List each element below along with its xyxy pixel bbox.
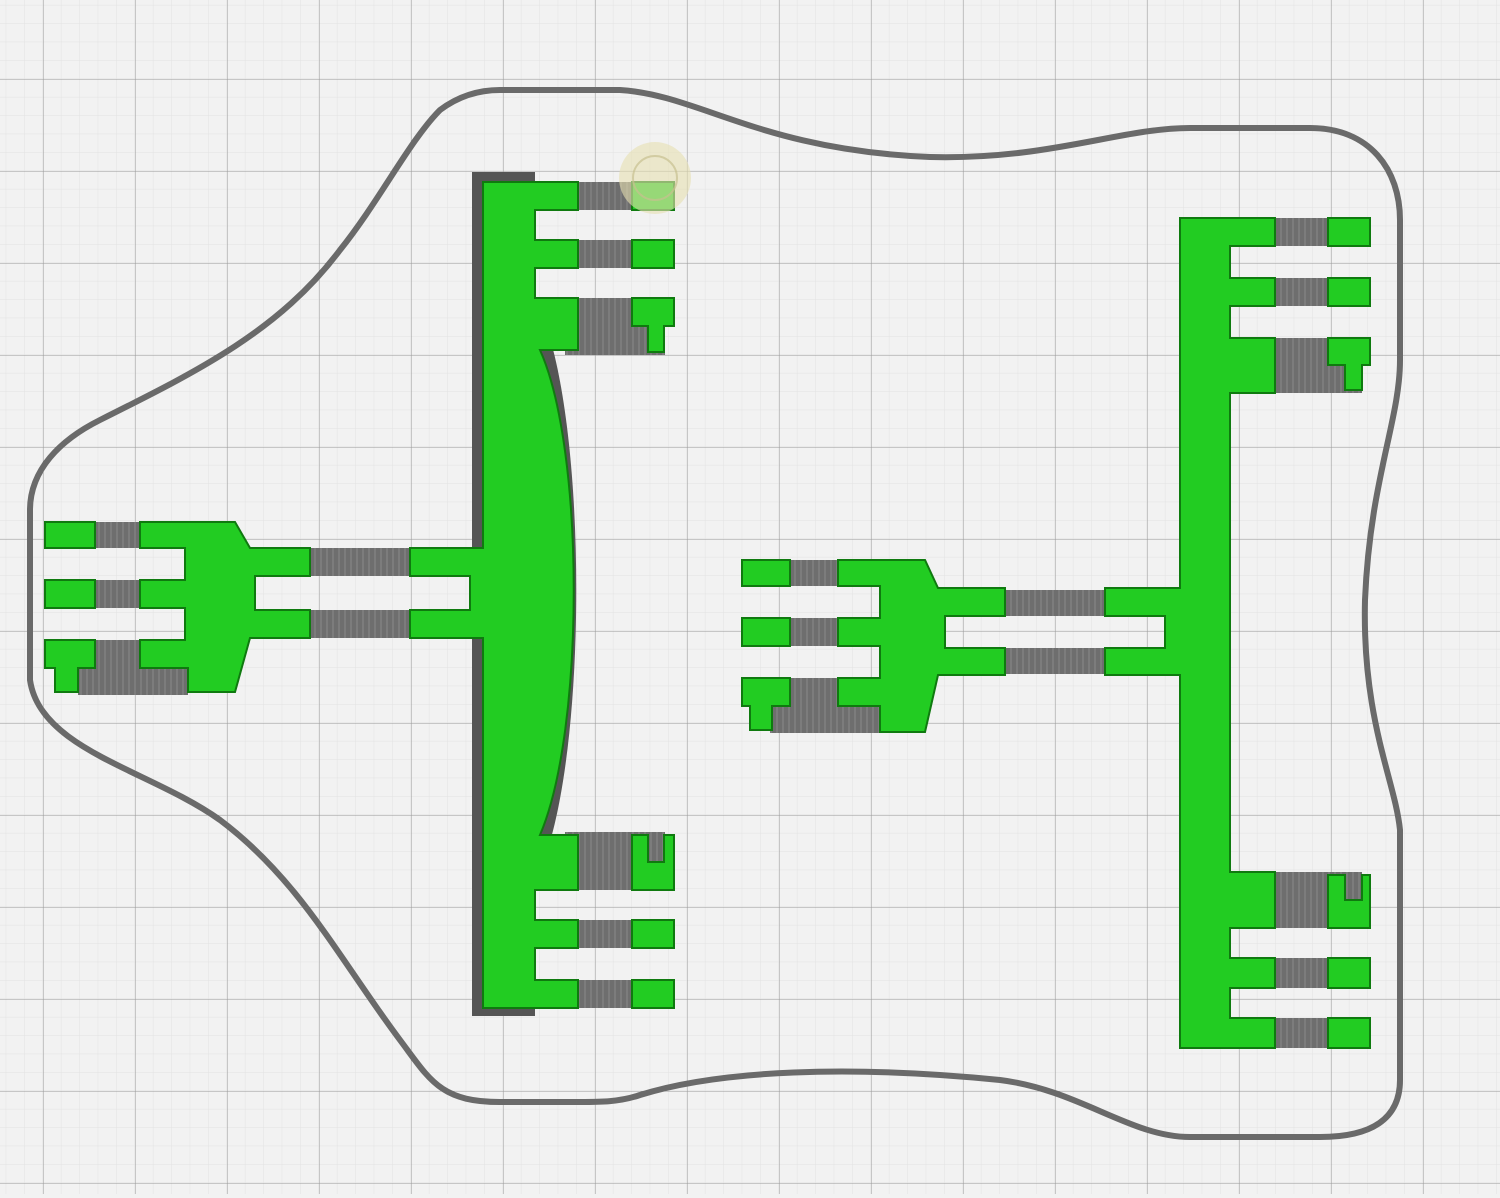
part-left[interactable] xyxy=(44,172,675,1016)
nozzle-position-marker xyxy=(619,142,691,214)
part-right-body xyxy=(741,217,1371,1049)
part-right[interactable] xyxy=(741,217,1371,1049)
skirt-outline xyxy=(27,87,1403,1140)
